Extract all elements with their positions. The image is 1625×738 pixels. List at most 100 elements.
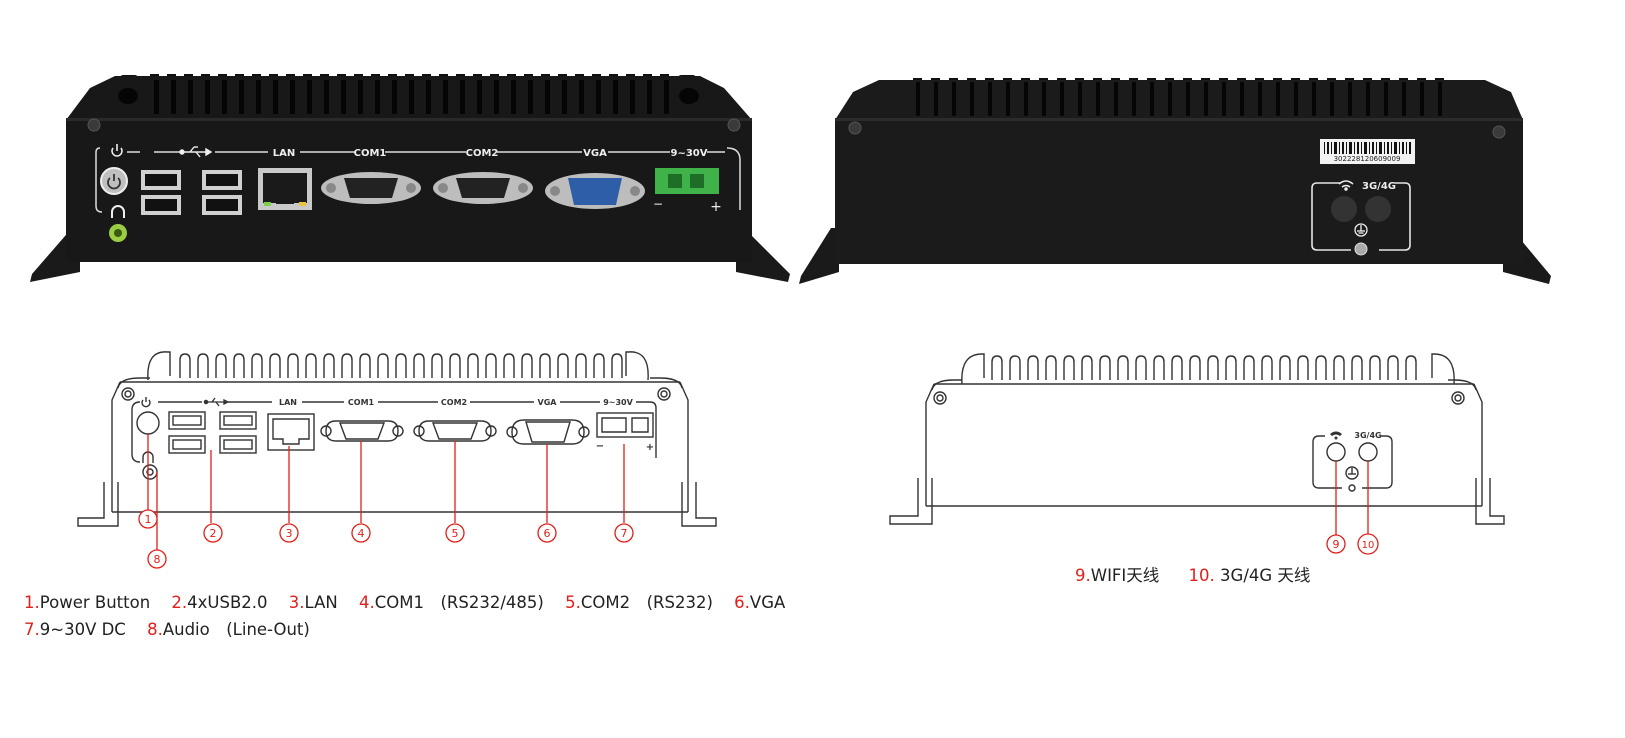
legend-item: 2.4xUSB2.0	[171, 593, 268, 612]
callout-number: 9	[1333, 538, 1340, 551]
usb-icon	[179, 146, 213, 158]
plus-label: +	[710, 199, 722, 215]
callout-marker	[203, 523, 223, 543]
drawing-chassis-outline	[925, 383, 1483, 507]
screw-icon	[727, 118, 741, 132]
drawing-com1-port	[325, 420, 399, 442]
drawing-vga-port	[511, 419, 585, 445]
screw-icon	[1492, 125, 1506, 139]
usb-port[interactable]	[141, 195, 181, 215]
callout-marker	[138, 509, 158, 529]
drawing-usb-port	[168, 411, 206, 430]
ground-icon	[1345, 466, 1359, 480]
drawing-mounting-feet	[889, 478, 1505, 525]
drawing-usb-port	[168, 435, 206, 454]
callout-number: 3	[286, 527, 293, 540]
screw-icon	[87, 118, 101, 132]
legend-item: 4.COM1 (RS232/485)	[358, 593, 544, 612]
front-panel-photo: LAN COM1 COM2 VGA 9~30V − +	[30, 74, 790, 282]
ground-screw[interactable]	[1354, 242, 1368, 256]
drawing-audio-jack	[142, 464, 158, 480]
cellular-label: 3G/4G	[1362, 181, 1396, 192]
headphone-icon	[111, 205, 125, 218]
screw-icon	[848, 121, 862, 135]
ground-icon	[1354, 223, 1368, 237]
callout-marker	[1326, 534, 1346, 554]
usb-port[interactable]	[202, 170, 242, 190]
com1-port[interactable]	[321, 172, 421, 204]
callout-number: 5	[452, 527, 459, 540]
dc-power-terminal[interactable]	[655, 168, 719, 194]
drawing-power-in-label: 9~30V	[603, 398, 633, 407]
callout-marker	[614, 523, 634, 543]
drawing-dc-terminal	[596, 412, 654, 438]
drawing-chassis-outline	[111, 381, 689, 513]
drawing-lan-label: LAN	[279, 398, 297, 407]
legend-item: 1.Power Button	[24, 593, 151, 612]
drawing-heatsink-fins	[147, 351, 649, 381]
callout-number: 1	[145, 513, 152, 526]
callout-number: 10	[1362, 540, 1375, 551]
callout-marker	[445, 523, 465, 543]
usb-icon	[203, 397, 230, 407]
power-icon	[141, 397, 151, 408]
lan-label: LAN	[273, 148, 295, 159]
callout-number: 7	[621, 527, 628, 540]
usb-port[interactable]	[202, 195, 242, 215]
wifi-icon	[1338, 180, 1354, 191]
barcode-number: 302228120609009	[1334, 155, 1401, 163]
drawing-cellular-label: 3G/4G	[1354, 431, 1381, 440]
callout-number: 8	[154, 553, 161, 566]
callout-marker	[147, 549, 167, 569]
drawing-com1-label: COM1	[348, 398, 375, 407]
callout-marker	[537, 523, 557, 543]
callout-marker	[1357, 533, 1379, 555]
legend-item: 8.Audio (Line-Out)	[147, 620, 310, 639]
drawing-wifi-antenna-port	[1326, 442, 1346, 462]
vga-port[interactable]	[545, 173, 645, 209]
vga-label: VGA	[583, 148, 607, 159]
com2-port[interactable]	[433, 172, 533, 204]
wifi-icon	[1330, 431, 1342, 440]
callout-number: 2	[210, 527, 217, 540]
legend-item: 10. 3G/4G 天线	[1188, 566, 1311, 585]
com2-label: COM2	[466, 148, 499, 159]
drawing-mounting-feet	[77, 482, 717, 527]
legend-front-line-2: 7.9~30V DC 8.Audio (Line-Out)	[24, 616, 310, 640]
drawing-lan-port	[267, 413, 315, 451]
legend-item: 7.9~30V DC	[24, 620, 126, 639]
power-icon	[107, 174, 121, 190]
drawing-com2-label: COM2	[441, 398, 467, 407]
drawing-antenna-frame	[1312, 435, 1393, 489]
legend-item: 6.VGA	[734, 593, 786, 612]
legend-rear: 9.WIFI天线 10. 3G/4G 天线	[1075, 562, 1310, 586]
drawing-vga-label: VGA	[538, 398, 558, 407]
legend-item: 5.COM2 (RS232)	[565, 593, 713, 612]
drawing-usb-port	[219, 411, 257, 430]
usb-port[interactable]	[141, 170, 181, 190]
com1-label: COM1	[354, 148, 387, 159]
wifi-antenna-port[interactable]	[1331, 196, 1357, 222]
rear-chassis-body	[835, 80, 1523, 264]
callout-number: 6	[544, 527, 551, 540]
drawing-com2-port	[418, 420, 492, 442]
drawing-plus-label: +	[646, 442, 654, 453]
power-in-label: 9~30V	[671, 148, 708, 159]
drawing-cellular-antenna-port	[1358, 442, 1378, 462]
drawing-usb-port	[219, 435, 257, 454]
drawing-minus-label: −	[596, 441, 604, 452]
callout-marker	[351, 523, 371, 543]
rear-panel-drawing: 3G/4G 9 10	[889, 353, 1505, 555]
cellular-antenna-port[interactable]	[1365, 196, 1391, 222]
legend-item: 3.LAN	[288, 593, 338, 612]
drawing-power-button	[136, 411, 160, 435]
front-chassis-body	[66, 76, 752, 262]
barcode-sticker: 302228120609009	[1320, 139, 1415, 164]
legend-item: 9.WIFI天线	[1075, 566, 1160, 585]
left-mounting-foot	[799, 228, 839, 284]
lan-port[interactable]	[258, 168, 312, 210]
front-panel-drawing: LAN COM1 COM2 VGA 9~30V − + 1 8 2	[77, 351, 717, 569]
drawing-heatsink-fins	[991, 355, 1417, 380]
power-icon	[111, 144, 123, 157]
minus-label: −	[653, 197, 663, 211]
